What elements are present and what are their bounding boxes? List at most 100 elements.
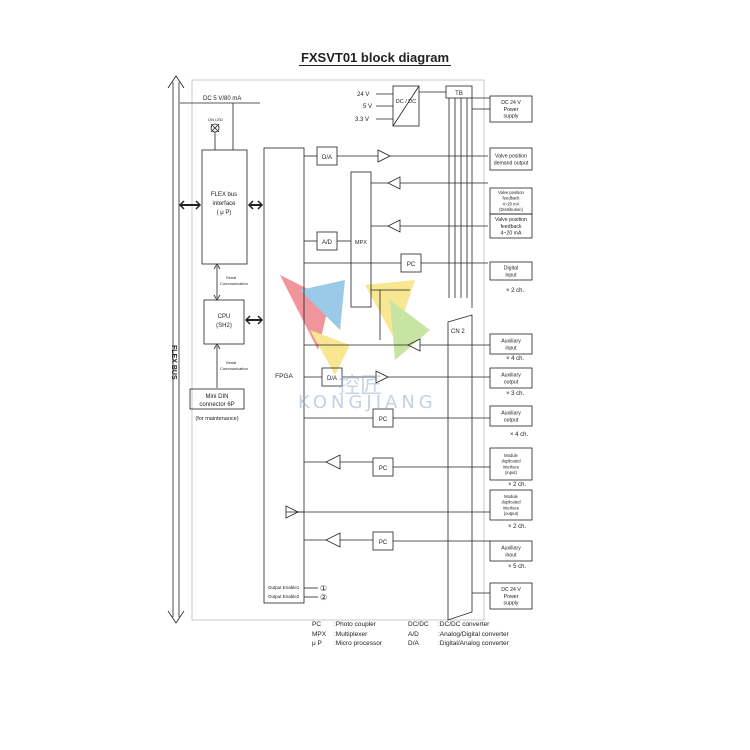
- legend-cell: D/A: [408, 640, 419, 648]
- right-box-0: [489, 95, 533, 123]
- mdi-input-chain: [304, 454, 373, 470]
- serial-label-2b: Communication: [220, 366, 248, 371]
- right-box-4: [489, 261, 533, 281]
- cpu-label-1: CPU: [218, 314, 231, 320]
- right-box-0-line-0: DC 24 V: [501, 100, 521, 106]
- legend-cell: μ P: [312, 640, 322, 648]
- legend-cell: :Photo coupler: [334, 621, 376, 628]
- channel-counts: × 2 ch. × 4 ch. × 3 ch. × 4 ch. × 2 ch. × 2 c…: [506, 288, 529, 570]
- buffer-fb2-icon: [387, 219, 401, 233]
- buffer-fb1-icon: [387, 176, 401, 190]
- right-box-1-line-0: Valve position: [495, 153, 527, 159]
- right-box-7-line-1: output: [504, 417, 519, 423]
- tb-bus-lines: [448, 97, 490, 308]
- right-box-9-line-3: (output): [504, 511, 519, 516]
- da-label-bottom: D/A: [327, 376, 337, 382]
- voltage-3v3: 3.3 V: [355, 117, 369, 123]
- fpga-box: [263, 147, 305, 604]
- channel-count-0: × 2 ch.: [506, 288, 525, 294]
- da-label-top: D/A: [322, 155, 332, 161]
- bus-link-arrow-2: [247, 200, 264, 210]
- right-box-5-line-1: input: [505, 345, 517, 351]
- legend-cell: A/D: [408, 630, 419, 638]
- pc-label-3: PC: [379, 466, 388, 472]
- legend-cell: :DC/DC converter: [438, 621, 490, 628]
- watermark-cn: 控匠: [338, 374, 383, 399]
- mpx-label: MPX: [355, 240, 367, 246]
- mpx-box: [350, 171, 372, 308]
- cpu-label-2: (SH2): [216, 323, 232, 329]
- right-box-11-line-2: supply: [504, 601, 519, 607]
- channel-count-1: × 4 ch.: [506, 356, 525, 362]
- right-box-5: [489, 333, 533, 355]
- legend-cell: DC/DC: [408, 621, 429, 628]
- channel-count-2: × 3 ch.: [506, 391, 525, 397]
- legend-cell: :Analog/Digital converter: [438, 630, 509, 638]
- right-box-10: [489, 540, 533, 562]
- legend-cell: PC: [312, 621, 322, 628]
- right-box-5-line-0: Auxiliary: [501, 338, 521, 344]
- cn2-label: CN 2: [451, 329, 465, 335]
- legend-cell: MPX: [312, 630, 327, 638]
- voltage-5v: 5 V: [363, 104, 372, 110]
- aux-output-chain: [304, 370, 490, 384]
- cpu-fpga-link: [244, 315, 264, 325]
- right-box-9: [489, 489, 533, 521]
- right-box-1-line-1: demand output: [494, 160, 529, 166]
- oe-mark-1: ①: [320, 584, 327, 593]
- right-box-8-line-3: (input): [505, 470, 517, 475]
- right-box-9-line-1: duplicated: [501, 500, 521, 505]
- right-box-10-line-0: Auxiliary: [501, 545, 521, 551]
- right-box-3-line-1: feedback: [500, 224, 521, 230]
- tb-label: TB: [455, 91, 463, 97]
- right-box-3-line-2: 4~20 mA: [501, 231, 522, 237]
- right-box-9-line-2: interface: [503, 505, 520, 510]
- right-box-2-line-1: feedback: [503, 196, 521, 201]
- right-box-6-line-0: Auxiliary: [501, 372, 521, 378]
- right-box-8-line-0: Module: [504, 453, 518, 458]
- cn2-connector: [447, 314, 473, 621]
- right-box-9-line-0: Module: [504, 494, 518, 499]
- legend-cell: :Digital/Analog converter: [438, 640, 509, 648]
- right-box-2-line-0: Valve position: [498, 190, 524, 195]
- legend-row-2: μ P :Micro processor D/A :Digital/Analog co…: [312, 639, 509, 649]
- output-enable-2: Output Enable2: [268, 594, 300, 599]
- channel-count-4: × 2 ch.: [508, 482, 527, 488]
- serial-arrowhead-1: [213, 263, 221, 270]
- flex-bus-interface-line1: FLEX bus: [211, 192, 237, 198]
- right-box-11-line-0: DC 24 V: [501, 587, 521, 593]
- legend-cell: :Micro processor: [334, 640, 383, 648]
- flex-bus-arrow: [167, 75, 185, 624]
- right-box-11-line-1: Power: [504, 594, 519, 600]
- right-box-8-line-2: interface: [503, 464, 520, 469]
- right-box-7: [489, 405, 533, 427]
- fpga-label: FPGA: [275, 373, 293, 380]
- right-box-0-line-1: Power: [504, 107, 519, 113]
- mdi-output-chain: [285, 505, 490, 519]
- power-in-label: DC 5 V/80 mA: [203, 96, 241, 102]
- right-box-8: [489, 447, 533, 481]
- flex-bus-interface-line3: ( μ P): [217, 210, 232, 216]
- right-box-4-line-1: input: [505, 272, 517, 278]
- flex-bus-interface-line2: interface: [212, 201, 236, 207]
- right-box-3-line-0: Valve position: [495, 217, 527, 223]
- bus-link-arrow-1: [178, 200, 202, 210]
- diagram-title-text: FXSVT01 block diagram: [298, 50, 452, 66]
- right-box-6-line-1: output: [504, 379, 519, 385]
- right-box-7-line-0: Auxiliary: [501, 410, 521, 416]
- serial-arrowhead-3: [213, 343, 221, 350]
- dcdc-slash: [392, 85, 420, 127]
- flex-bus-interface-box: [201, 149, 248, 265]
- channel-count-5: × 2 ch.: [508, 524, 527, 530]
- diagram-title: FXSVT01 block diagram: [0, 50, 750, 66]
- buffer-top-icon: [377, 149, 391, 163]
- flex-bus-label: FLEX BUS: [170, 345, 177, 380]
- mini-din-box: [189, 388, 245, 410]
- right-box-2-line-2: 4~20 mA: [503, 201, 520, 206]
- channel-count-3: × 4 ch.: [510, 432, 529, 438]
- right-box-8-line-1: duplicated: [501, 459, 521, 464]
- ad-label: A/D: [322, 240, 333, 246]
